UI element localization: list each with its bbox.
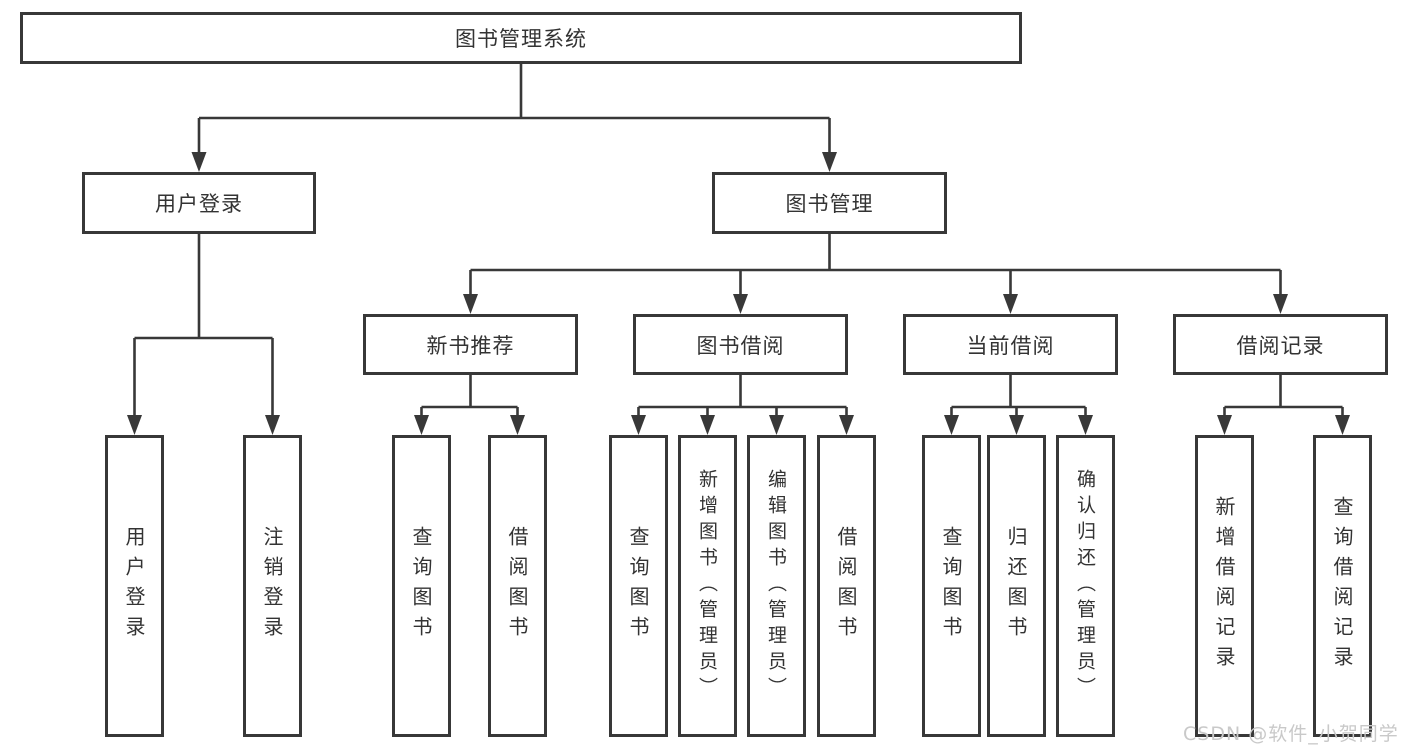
arrowheads bbox=[127, 152, 1350, 435]
node-borrow-records: 借阅记录 bbox=[1173, 314, 1388, 375]
node-edit-books-admin: 编辑图书（管理员） bbox=[747, 435, 806, 737]
arrowhead bbox=[1078, 415, 1093, 435]
arrowhead bbox=[733, 294, 748, 314]
arrowhead bbox=[1335, 415, 1350, 435]
arrowhead bbox=[191, 152, 207, 172]
node-user-login: 用户登录 bbox=[82, 172, 316, 234]
node-logout: 注销登录 bbox=[243, 435, 302, 737]
node-add-books-admin: 新增图书（管理员） bbox=[678, 435, 737, 737]
watermark-text: CSDN @软件_小贺同学 bbox=[1183, 723, 1399, 745]
node-user-login-action: 用户登录 bbox=[105, 435, 164, 737]
arrowhead bbox=[1273, 294, 1288, 314]
node-return-books: 归还图书 bbox=[987, 435, 1046, 737]
node-query-books-under-recommend: 查询图书 bbox=[392, 435, 451, 737]
arrowhead bbox=[1217, 415, 1232, 435]
arrowhead bbox=[414, 415, 429, 435]
arrowhead bbox=[631, 415, 646, 435]
node-new-book-recommend: 新书推荐 bbox=[363, 314, 578, 375]
arrowhead bbox=[700, 415, 715, 435]
node-book-borrowing: 图书借阅 bbox=[633, 314, 848, 375]
node-query-borrow-record: 查询借阅记录 bbox=[1313, 435, 1372, 737]
node-query-books-under-current: 查询图书 bbox=[922, 435, 981, 737]
arrowhead bbox=[1003, 294, 1018, 314]
arrowhead bbox=[463, 294, 478, 314]
arrowhead bbox=[510, 415, 525, 435]
arrowhead bbox=[1009, 415, 1024, 435]
node-confirm-return-admin: 确认归还（管理员） bbox=[1056, 435, 1115, 737]
node-borrow-books-under-recommend: 借阅图书 bbox=[488, 435, 547, 737]
arrowhead bbox=[265, 415, 280, 435]
connector-current-borrowing-children bbox=[950, 375, 1087, 421]
node-root-library-system: 图书管理系统 bbox=[20, 12, 1022, 64]
node-add-borrow-record: 新增借阅记录 bbox=[1195, 435, 1254, 737]
connector-root-to-level2 bbox=[197, 64, 831, 158]
connector-book-management-children bbox=[469, 234, 1282, 300]
arrowhead bbox=[822, 152, 837, 172]
connector-book-borrowing-children bbox=[637, 375, 848, 421]
connector-user-login-children bbox=[133, 234, 274, 421]
arrowhead bbox=[769, 415, 784, 435]
arrowhead bbox=[127, 415, 142, 435]
arrowhead bbox=[839, 415, 854, 435]
node-borrow-books-under-borrowing: 借阅图书 bbox=[817, 435, 876, 737]
connector-borrow-records-children bbox=[1223, 375, 1344, 421]
node-book-management: 图书管理 bbox=[712, 172, 947, 234]
node-query-books-under-borrowing: 查询图书 bbox=[609, 435, 668, 737]
node-current-borrowing: 当前借阅 bbox=[903, 314, 1118, 375]
connector-new-book-children bbox=[420, 375, 519, 421]
arrowhead bbox=[944, 415, 959, 435]
